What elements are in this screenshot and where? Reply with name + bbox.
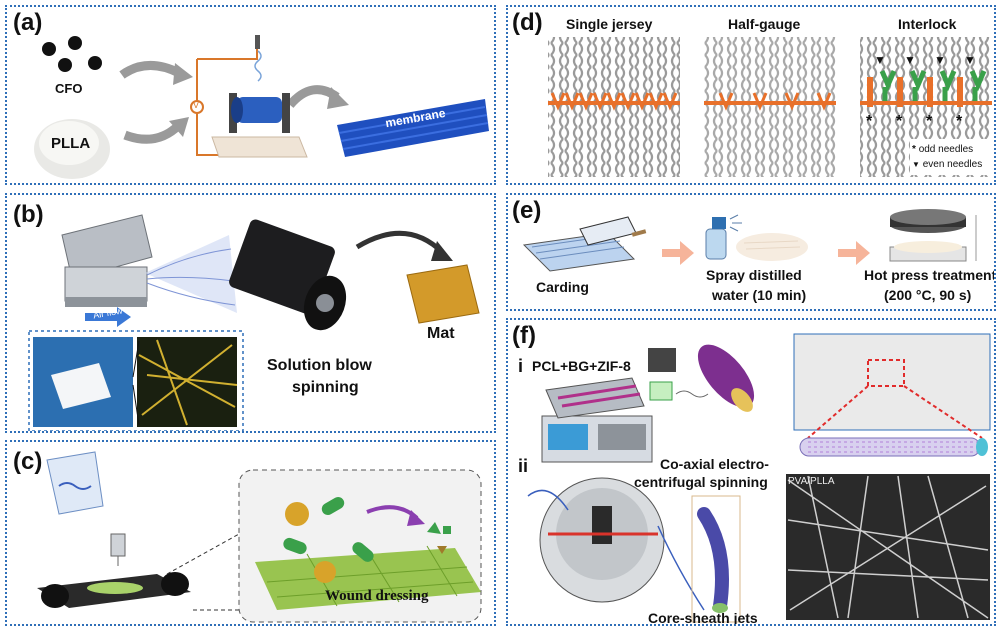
- panel-d: (d) Single jersey Half-gauge Interlock ▼…: [506, 5, 996, 185]
- sub-label-ii: ii: [518, 456, 529, 476]
- title-interlock: Interlock: [898, 16, 957, 32]
- spray-label-1: Spray distilled: [706, 267, 802, 283]
- panel-a-label: (a): [13, 9, 43, 36]
- sem-tag: PVA/PLLA: [788, 476, 835, 487]
- title-single-jersey: Single jersey: [566, 16, 653, 32]
- coaxial-label-2: centrifugal spinning: [634, 474, 768, 490]
- odd-needle-marker: *: [866, 113, 873, 130]
- panel-e-label: (e): [512, 197, 542, 224]
- even-needle-marker: ▼: [964, 53, 976, 67]
- mat-label: Mat: [427, 325, 455, 342]
- carding-label: Carding: [536, 279, 589, 295]
- legend-odd-row: * odd needles: [912, 142, 982, 157]
- panel-f-graphic: [527, 333, 991, 623]
- panel-d-graphic: [548, 37, 994, 177]
- legend-even-row: ▼ even needles: [912, 157, 982, 172]
- legend-even-needles: even needles: [922, 159, 983, 170]
- spray-label-2: water (10 min): [712, 287, 807, 303]
- core-sheath-label: Core-sheath jets: [648, 610, 758, 626]
- panel-c-label: (c): [13, 448, 43, 475]
- odd-needle-marker: *: [896, 113, 903, 130]
- panel-a: (a) CFO PLLA V PLLA/CFO membrane: [5, 5, 496, 185]
- even-needle-marker: ▼: [934, 53, 946, 67]
- coaxial-label-1: Co-axial electro-: [660, 456, 769, 472]
- wound-dressing-label: Wound dressing: [325, 588, 429, 604]
- panel-e-graphic: [522, 209, 977, 272]
- odd-needle-marker: *: [926, 113, 933, 130]
- panel-b-label: (b): [13, 201, 44, 228]
- panel-b: (b) Air flow Mat Solution blow spinning: [5, 193, 496, 433]
- hot-press-label-2: (200 °C, 90 s): [884, 287, 972, 303]
- even-needle-symbol: ▼: [912, 160, 920, 169]
- voltage-label: V: [193, 100, 200, 110]
- panel-c: (c) Wound dressing: [5, 440, 496, 626]
- hot-press-label-1: Hot press treatment: [864, 267, 996, 283]
- panel-a-graphic: [34, 35, 489, 179]
- panel-c-graphic: [37, 451, 482, 623]
- plla-label: PLLA: [51, 135, 91, 152]
- formula-label: PCL+BG+ZIF-8: [532, 358, 631, 374]
- legend-odd-needles: odd needles: [918, 144, 974, 155]
- solution-blow-line2: spinning: [292, 379, 359, 396]
- panel-f-label: (f): [512, 322, 536, 349]
- even-needle-marker: ▼: [874, 53, 886, 67]
- panel-b-graphic: [28, 214, 480, 431]
- solution-blow-line1: Solution blow: [267, 357, 372, 374]
- cfo-label: CFO: [55, 81, 83, 96]
- needle-legend: * odd needles ▼ even needles: [912, 142, 982, 172]
- odd-needle-symbol: *: [912, 144, 916, 155]
- even-needle-marker: ▼: [904, 53, 916, 67]
- panel-e: (e) Carding Spray distilled water (10 mi…: [506, 193, 996, 311]
- panel-f: (f) i PCL+BG+ZIF-8 ii Co-axial electro- …: [506, 318, 996, 626]
- odd-needle-marker: *: [956, 113, 963, 130]
- sub-label-i: i: [518, 356, 524, 376]
- panel-d-label: (d): [512, 9, 543, 36]
- title-half-gauge: Half-gauge: [728, 16, 801, 32]
